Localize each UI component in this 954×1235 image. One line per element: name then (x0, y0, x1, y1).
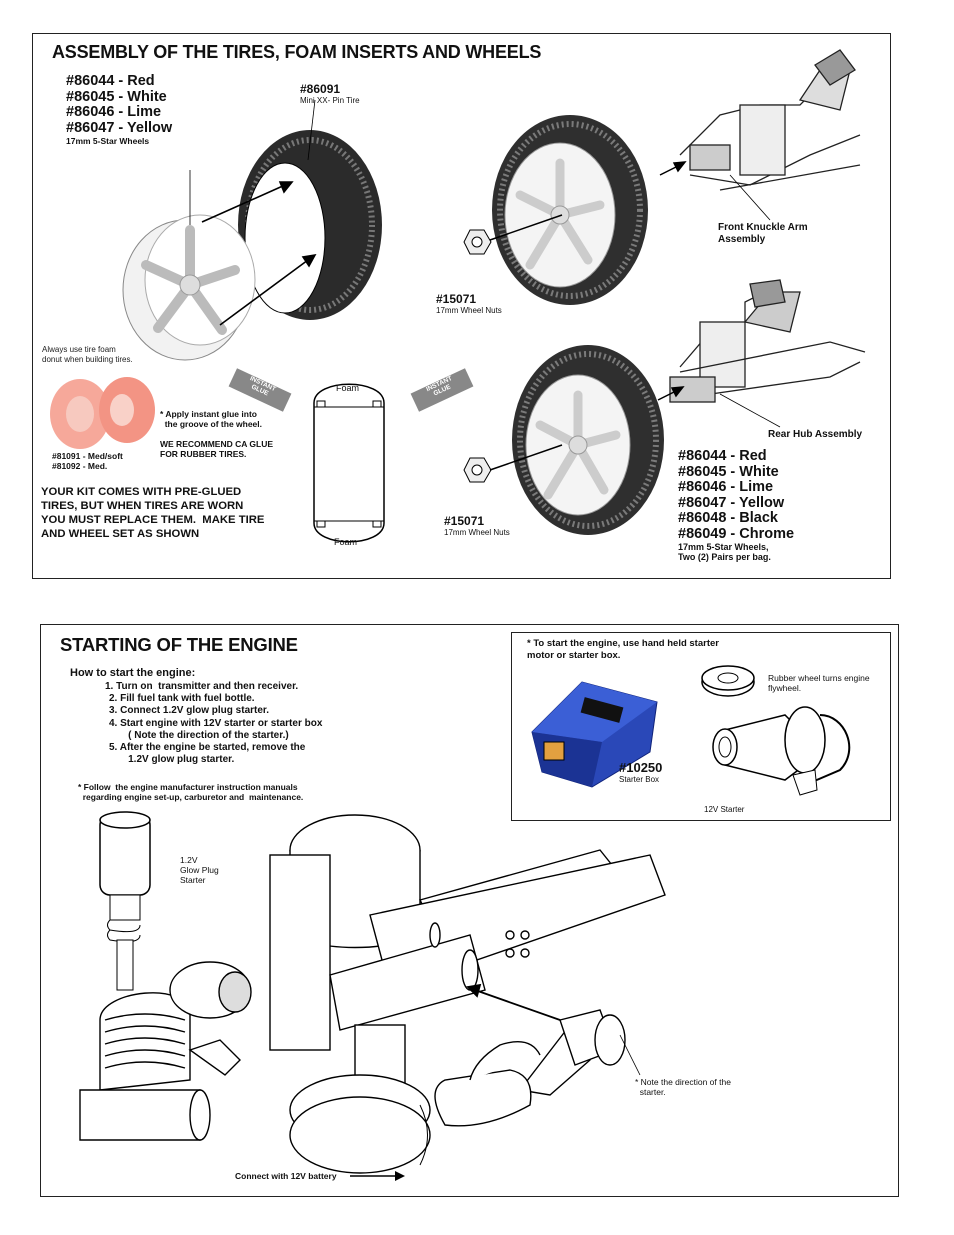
front-knuckle-label: Front Knuckle Arm Assembly (718, 222, 808, 245)
tire-part-label: #86091 Mini XX- Pin Tire (300, 82, 360, 106)
wheel-part: #86046 - Lime (66, 104, 162, 120)
wheel-tire-exploded-illustration (122, 99, 382, 361)
foam-bottom-label: Foam (334, 537, 358, 547)
nut1-label: #15071 17mm Wheel Nuts (436, 292, 502, 316)
wheel-part: #86047 - Yellow (678, 494, 785, 511)
step-item: 5. After the engine be started, remove t… (109, 742, 306, 754)
front-knuckle-illustration (659, 49, 861, 221)
step-item: ( Note the direction of the starter.) (117, 729, 289, 741)
engine-panel (40, 624, 899, 1197)
starter-note: * To start the engine, use hand held sta… (527, 638, 719, 661)
wheel-part: #86045 - White (66, 88, 167, 105)
nut2-label: #15071 17mm Wheel Nuts (444, 514, 510, 538)
starter-inset-box (511, 632, 891, 821)
nut2-desc: 17mm Wheel Nuts (444, 528, 510, 537)
step-item: 1.2V glow plug starter. (117, 754, 235, 766)
how-title: How to start the engine: (70, 667, 196, 679)
starter-box-desc: Starter Box (619, 775, 660, 784)
step-item: 4. Start engine with 12V starter or star… (109, 717, 323, 729)
wheels-top-list: #86044 - Red #86045 - White #86046 - Lim… (66, 73, 173, 146)
step-item: 3. Connect 1.2V glow plug starter. (109, 705, 270, 717)
nut-arrow (489, 214, 563, 241)
wheel-part: #86047 - Yellow (66, 119, 173, 136)
battery-arrow (350, 1171, 405, 1181)
wheels-bottom-list: #86044 - Red #86045 - White #86046 - Lim… (678, 448, 795, 562)
car-chassis-illustration (269, 814, 666, 1174)
tire-part: #86091 (300, 82, 341, 96)
kit-note: YOUR KIT COMES WITH PRE-GLUED TIRES, BUT… (41, 486, 265, 540)
wheel-part: #86048 - Black (678, 510, 778, 526)
foam-parts: #81091 - Med/soft #81092 - Med. (52, 451, 123, 471)
glow-plug-label: 1.2V Glow Plug Starter (180, 855, 219, 885)
glow-plug-starter-illustration (99, 811, 153, 1015)
rubber-wheel-illustration (701, 665, 755, 697)
wheel-desc: 17mm 5-Star Wheels (66, 136, 150, 146)
rear-wheel-illustration (512, 345, 664, 535)
foam-inserts-illustration (50, 377, 155, 449)
engine-title: STARTING OF THE ENGINE (60, 634, 298, 655)
wheel-part: #86049 - Chrome (678, 525, 795, 542)
nut2-part: #15071 (444, 514, 485, 528)
12v-starter-label: 12V Starter (704, 805, 745, 814)
foam-note: Always use tire foam donut when building… (42, 345, 133, 364)
engine-illustration (79, 961, 252, 1141)
manual-note: * Follow the engine manufacturer instruc… (78, 782, 304, 802)
wheel-part: #86044 - Red (678, 448, 767, 464)
rubber-note: Rubber wheel turns engine flywheel. (768, 673, 870, 693)
front-wheel-illustration (492, 115, 648, 305)
start-steps: 1. Turn on transmitter and then receiver… (105, 681, 322, 766)
rear-hub-label: Rear Hub Assembly (768, 429, 863, 440)
wheel-part: #86045 - White (678, 463, 779, 480)
step-item: 1. Turn on transmitter and then receiver… (105, 681, 299, 692)
glue-note: * Apply instant glue into the groove of … (160, 409, 274, 459)
battery-note: Connect with 12V battery (235, 1171, 337, 1181)
foam-top-label: Foam (336, 383, 360, 393)
wheel-part: #86044 - Red (66, 73, 155, 89)
wheel-part: #86046 - Lime (678, 479, 774, 495)
rear-hub-illustration (657, 279, 866, 428)
direction-note: * Note the direction of the starter. (635, 1077, 731, 1097)
nut-arrow (489, 444, 563, 471)
nut1-desc: 17mm Wheel Nuts (436, 306, 502, 315)
starter-box-label: #10250 Starter Box (619, 760, 662, 785)
starter-box-part: #10250 (619, 760, 663, 775)
wheel-nut-icon (463, 229, 492, 255)
starter-box-illustration (531, 681, 658, 788)
tire-cross-section (313, 383, 385, 543)
tire-desc: Mini XX- Pin Tire (300, 96, 360, 105)
wheel-nut-icon (463, 457, 492, 483)
tires-title: ASSEMBLY OF THE TIRES, FOAM INSERTS AND … (52, 42, 542, 62)
12v-starter-illustration (712, 706, 851, 796)
wheel-desc: 17mm 5-Star Wheels, Two (2) Pairs per ba… (678, 542, 771, 562)
nut1-part: #15071 (436, 292, 477, 306)
tires-panel (32, 33, 891, 579)
step-item: 2. Fill fuel tank with fuel bottle. (109, 693, 255, 705)
